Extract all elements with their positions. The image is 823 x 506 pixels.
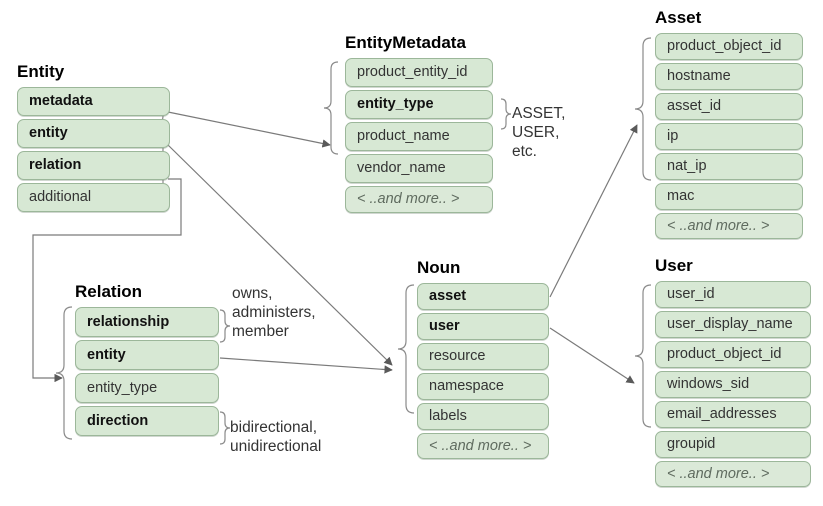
edge-relation-entity-to-noun <box>219 357 393 374</box>
group-entity: Entity metadata entity relation addition… <box>17 62 170 215</box>
group-noun-rows: asset user resource namespace labels < .… <box>417 283 549 459</box>
field-em-vendor-name[interactable]: vendor_name <box>345 154 493 183</box>
group-entity-metadata: EntityMetadata product_entity_id entity_… <box>345 33 493 216</box>
group-asset-rows: product_object_id hostname asset_id ip n… <box>655 33 803 239</box>
field-noun-labels[interactable]: labels <box>417 403 549 430</box>
brace-entitymetadata-left <box>323 61 339 155</box>
annotation-entity-type-values: ASSET, USER, etc. <box>512 105 566 160</box>
group-user-title: User <box>655 256 693 275</box>
group-user-rows: user_id user_display_name product_object… <box>655 281 811 487</box>
field-asset-and-more[interactable]: < ..and more.. > <box>655 213 803 239</box>
field-user-email-addresses[interactable]: email_addresses <box>655 401 811 428</box>
field-em-entity-type[interactable]: entity_type <box>345 90 493 119</box>
field-noun-resource[interactable]: resource <box>417 343 549 370</box>
field-asset-nat-ip[interactable]: nat_ip <box>655 153 803 180</box>
group-entity-title: Entity <box>17 62 65 81</box>
field-user-and-more[interactable]: < ..and more.. > <box>655 461 811 487</box>
group-asset-title: Asset <box>655 8 702 27</box>
field-noun-namespace[interactable]: namespace <box>417 373 549 400</box>
brace-noun-left <box>397 284 415 414</box>
group-entity-rows: metadata entity relation additional <box>17 87 170 212</box>
group-entity-metadata-rows: product_entity_id entity_type product_na… <box>345 58 493 213</box>
field-user-user-display-name[interactable]: user_display_name <box>655 311 811 338</box>
field-entity-entity[interactable]: entity <box>17 119 170 148</box>
field-user-windows-sid[interactable]: windows_sid <box>655 371 811 398</box>
group-noun-title: Noun <box>417 258 461 277</box>
brace-user-left <box>634 284 652 428</box>
field-asset-hostname[interactable]: hostname <box>655 63 803 90</box>
field-user-user-id[interactable]: user_id <box>655 281 811 308</box>
field-asset-mac[interactable]: mac <box>655 183 803 210</box>
edge-metadata-to-entitymetadata <box>167 111 331 148</box>
field-asset-product-object-id[interactable]: product_object_id <box>655 33 803 60</box>
annotation-direction-values: bidirectional, unidirectional <box>230 419 322 455</box>
field-em-product-entity-id[interactable]: product_entity_id <box>345 58 493 87</box>
field-user-product-object-id[interactable]: product_object_id <box>655 341 811 368</box>
field-relation-entity[interactable]: entity <box>75 340 219 370</box>
field-em-product-name[interactable]: product_name <box>345 122 493 151</box>
field-noun-user[interactable]: user <box>417 313 549 340</box>
group-relation-title: Relation <box>75 282 143 301</box>
field-noun-asset[interactable]: asset <box>417 283 549 310</box>
group-relation: Relation relationship entity entity_type… <box>75 282 219 439</box>
field-entity-additional[interactable]: additional <box>17 183 170 212</box>
field-entity-metadata[interactable]: metadata <box>17 87 170 116</box>
edge-noun-user-to-user <box>549 327 635 384</box>
field-noun-and-more[interactable]: < ..and more.. > <box>417 433 549 459</box>
group-user: User user_id user_display_name product_o… <box>655 256 811 490</box>
group-relation-rows: relationship entity entity_type directio… <box>75 307 219 436</box>
field-entity-relation[interactable]: relation <box>17 151 170 180</box>
brace-asset-left <box>634 37 652 181</box>
group-noun: Noun asset user resource namespace label… <box>417 258 549 462</box>
brace-relationship-values <box>219 309 231 343</box>
field-relation-direction[interactable]: direction <box>75 406 219 436</box>
field-relation-entity-type[interactable]: entity_type <box>75 373 219 403</box>
brace-entity-type-values <box>500 98 512 130</box>
group-asset: Asset product_object_id hostname asset_i… <box>655 8 803 242</box>
annotation-relationship-values: owns, administers, member <box>232 285 316 340</box>
field-em-and-more[interactable]: < ..and more.. > <box>345 186 493 213</box>
field-asset-asset-id[interactable]: asset_id <box>655 93 803 120</box>
field-relation-relationship[interactable]: relationship <box>75 307 219 337</box>
group-entity-metadata-title: EntityMetadata <box>345 33 466 52</box>
brace-direction-values <box>219 411 231 445</box>
brace-relation-left <box>55 306 73 440</box>
field-user-groupid[interactable]: groupid <box>655 431 811 458</box>
field-asset-ip[interactable]: ip <box>655 123 803 150</box>
